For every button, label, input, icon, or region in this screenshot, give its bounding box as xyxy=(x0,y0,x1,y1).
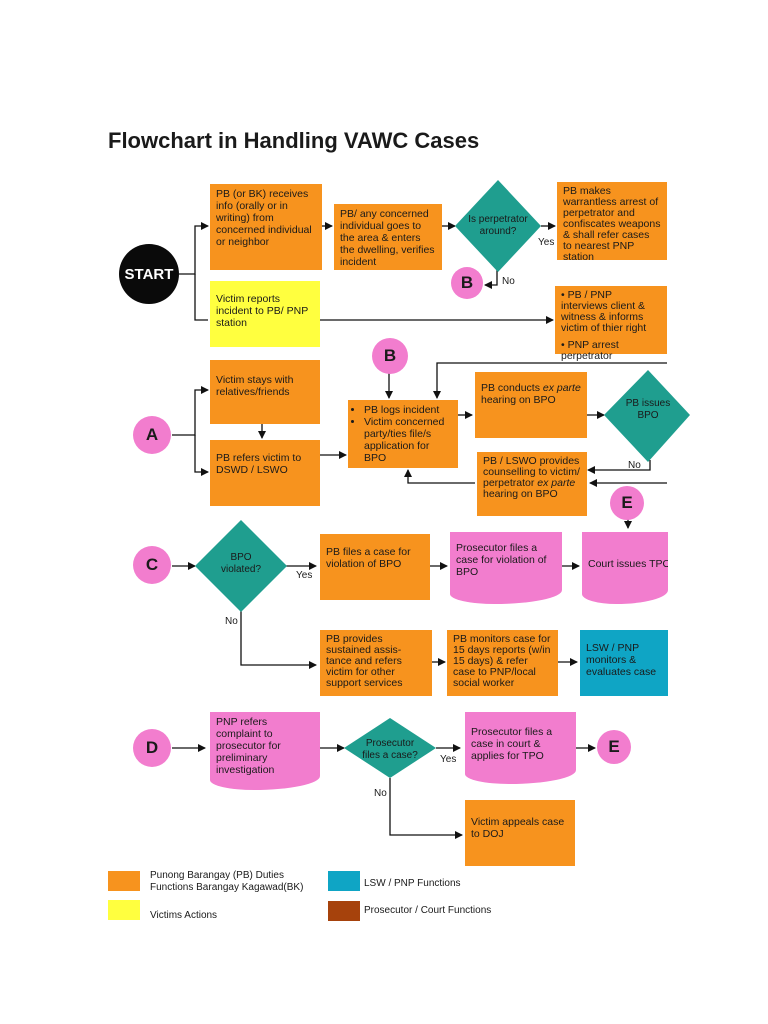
pb-hearing-text-c: hearing on BPO xyxy=(481,394,556,406)
legend-swatch-court xyxy=(328,901,360,921)
pb-logs-box: PB logs incident Victim concerned party/… xyxy=(348,400,458,468)
pnp-refers-complaint-box: PNP refers complaint to prosecutor for p… xyxy=(210,712,320,790)
counselling-text-b: ex parte xyxy=(537,477,576,489)
connector-b-1: B xyxy=(451,267,483,299)
pb-sustained-assistance-box: PB provides sustained assis-tance and re… xyxy=(320,630,432,696)
decision-prosecutor-files xyxy=(344,718,436,778)
victim-files-item: Victim concerned party/ties file/s appli… xyxy=(364,416,452,464)
decision-pb-issues-bpo xyxy=(604,370,690,462)
bpo-violated-label: BPO violated? xyxy=(220,552,262,575)
yes-label-2: Yes xyxy=(296,570,313,581)
connector-a: A xyxy=(133,416,171,454)
no-label-1: No xyxy=(502,276,515,287)
pb-goes-to-area-box: PB/ any concerned individual goes to the… xyxy=(334,204,442,270)
no-label-2: No xyxy=(628,460,641,471)
prosecutor-files-bpo-box: Prosecutor files a case for violation of… xyxy=(450,532,562,604)
connector-d: D xyxy=(133,729,171,767)
page-title: Flowchart in Handling VAWC Cases xyxy=(108,128,480,153)
pb-conducts-hearing-box: PB conducts ex parte hearing on BPO xyxy=(475,372,587,438)
legend-court-label: Prosecutor / Court Functions xyxy=(364,905,492,916)
decision-bpo-violated xyxy=(195,520,287,612)
victim-reports-box: Victim reports incident to PB/ PNP stati… xyxy=(210,281,320,347)
legend-lsw-label: LSW / PNP Functions xyxy=(364,878,461,889)
pb-monitors-case-box: PB monitors case for 15 days reports (w/… xyxy=(447,630,558,696)
yes-label-1: Yes xyxy=(538,237,555,248)
pb-hearing-text-b: ex parte xyxy=(542,382,581,394)
counselling-box: PB / LSWO provides counselling to victim… xyxy=(477,452,587,516)
victim-stays-box: Victim stays with relatives/friends xyxy=(210,360,320,424)
pb-warrantless-arrest-box: PB makes warrantless arrest of perpetrat… xyxy=(557,182,667,263)
prosecutor-files-tpo-box: Prosecutor files a case in court & appli… xyxy=(465,712,576,784)
legend-swatch-lsw xyxy=(328,871,360,891)
connector-e-2: E xyxy=(597,730,631,764)
pb-issues-bpo-label: PB issues BPO xyxy=(625,398,671,421)
start-node: START xyxy=(119,244,179,304)
legend-swatch-victim xyxy=(108,900,140,920)
pb-hearing-text-a: PB conducts xyxy=(481,382,540,394)
connector-b-2: B xyxy=(372,338,408,374)
connector-c: C xyxy=(133,546,171,584)
counselling-text-c: hearing on BPO xyxy=(483,488,558,500)
pb-interviews-box: • PB / PNP interviews client & witness &… xyxy=(555,286,667,362)
legend-pb-label: Punong Barangay (PB) Duties Functions Ba… xyxy=(150,870,304,893)
decision-perpetrator-around xyxy=(455,180,541,272)
yes-label-3: Yes xyxy=(440,754,457,765)
no-label-3: No xyxy=(225,616,238,627)
pnp-arrest-text: • PNP arrest perpetrator xyxy=(561,339,619,362)
connector-e-1: E xyxy=(610,486,644,520)
pb-receives-info-box: PB (or BK) receives info (orally or in w… xyxy=(210,184,322,270)
prosecutor-files-case-label: Prosecutor files a case? xyxy=(362,738,418,761)
court-issues-tpo-box: Court issues TPO xyxy=(582,532,668,604)
pb-logs-item: PB logs incident xyxy=(364,404,452,416)
pb-files-case-box: PB files a case for violation of BPO xyxy=(320,534,430,600)
lsw-monitors-box: LSW / PNP monitors & evaluates case xyxy=(580,630,668,696)
counselling-text-a: PB / LSWO provides counselling to victim… xyxy=(483,455,580,489)
legend-swatch-pb xyxy=(108,871,140,891)
legend-victim-label: Victims Actions xyxy=(150,910,218,921)
perpetrator-around-label: Is perpetrator around? xyxy=(468,214,528,237)
pb-refers-dswd-box: PB refers victim to DSWD / LSWO xyxy=(210,440,320,506)
pb-interviews-text: • PB / PNP interviews client & witness &… xyxy=(561,289,647,334)
no-label-4: No xyxy=(374,788,387,799)
victim-appeals-box: Victim appeals case to DOJ xyxy=(465,800,575,866)
